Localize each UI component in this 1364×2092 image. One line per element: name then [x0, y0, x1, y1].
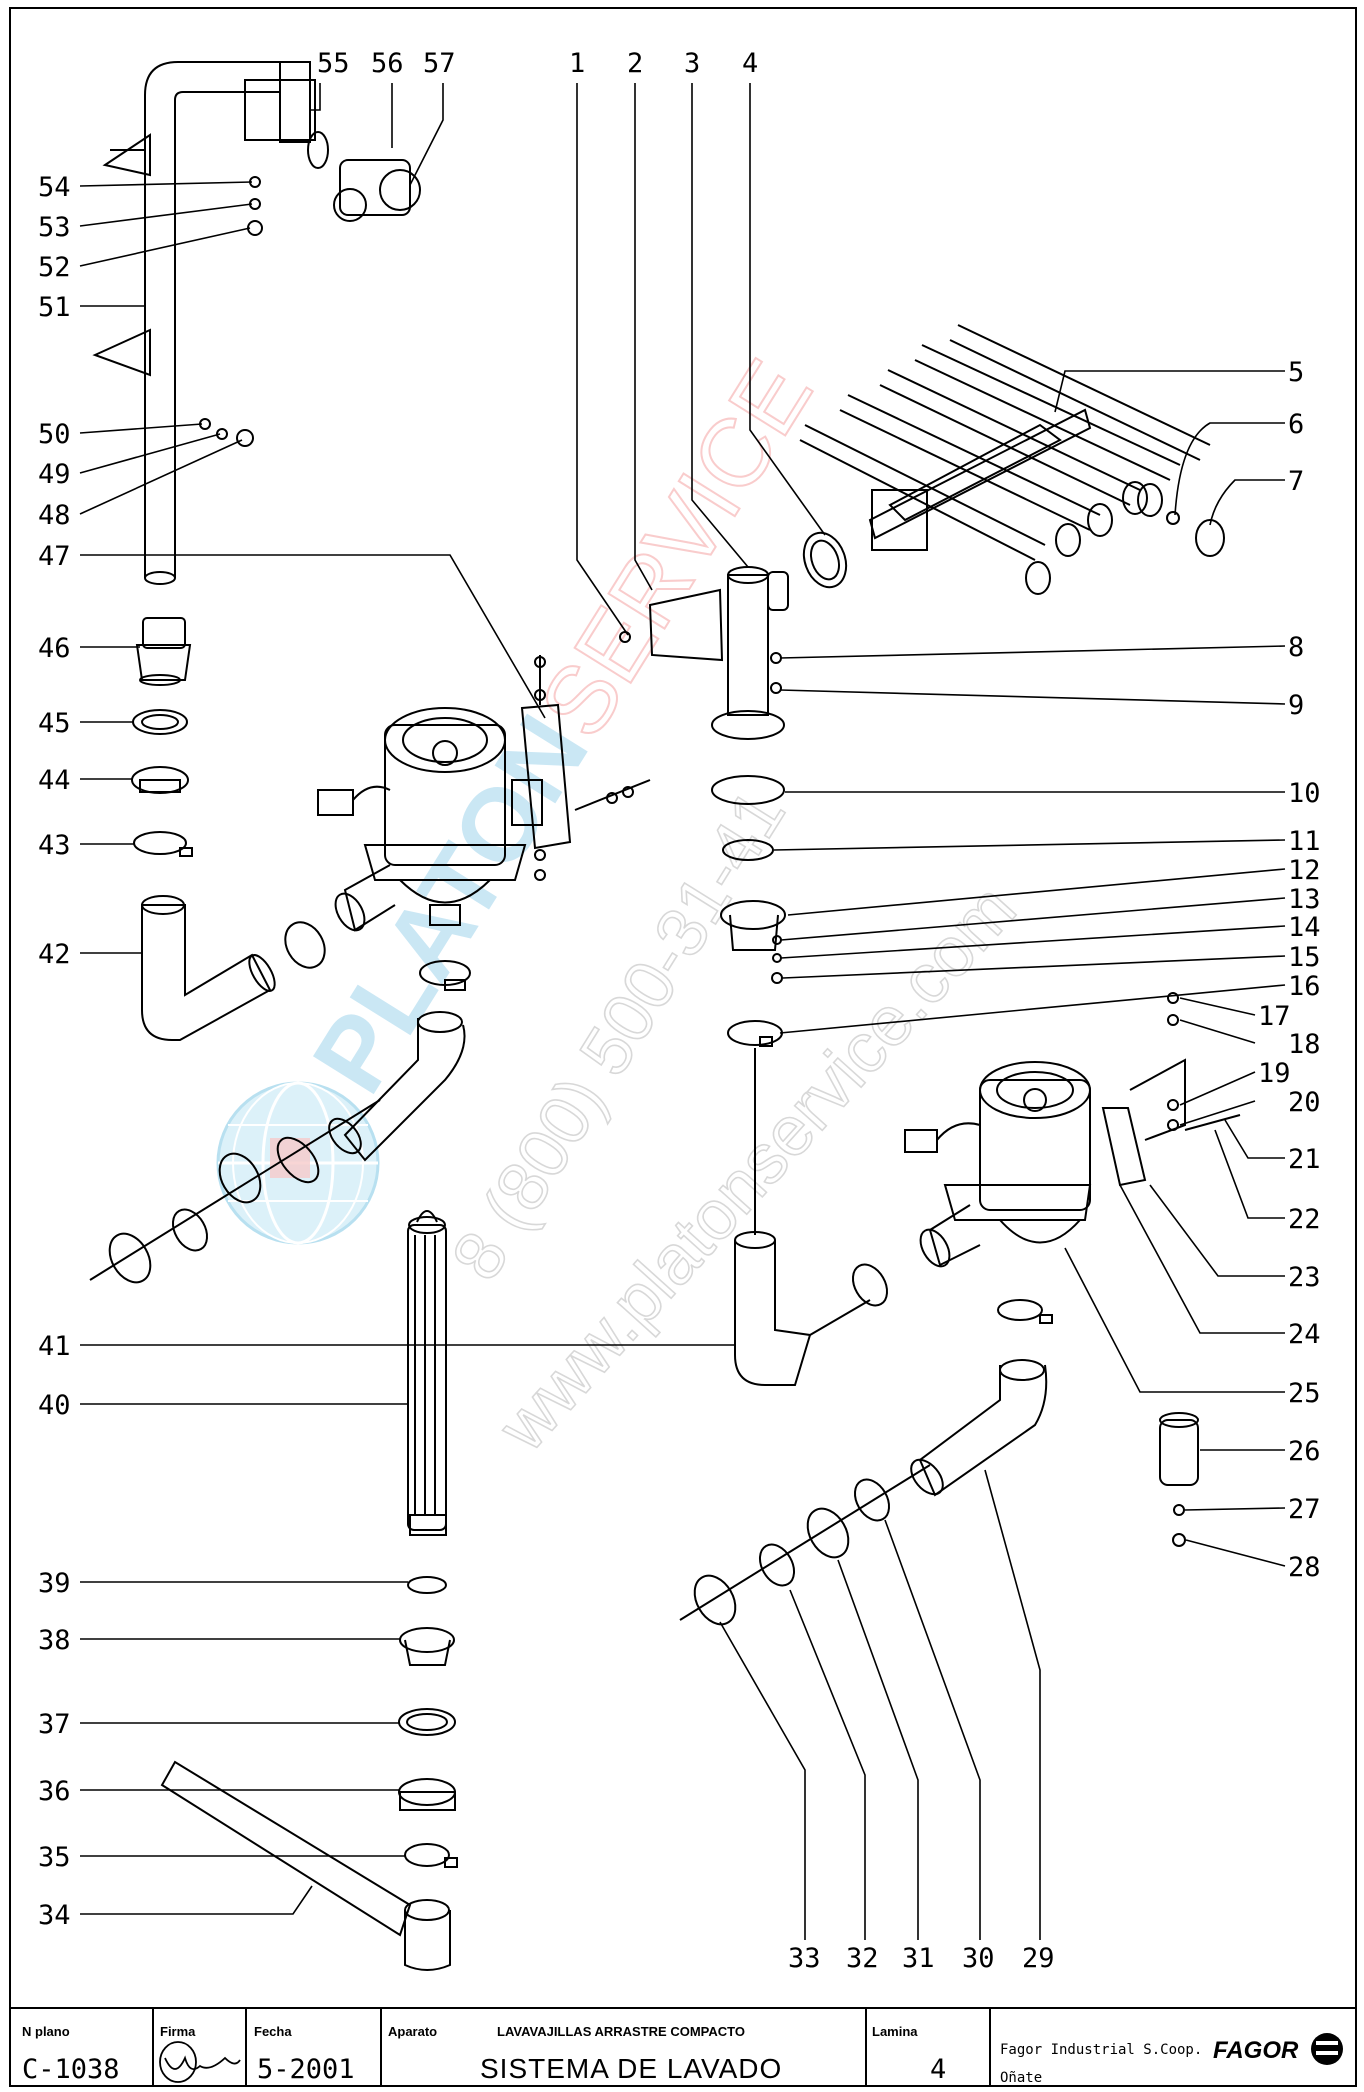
pipe-51-left: [144, 61, 280, 578]
part-label-28: 28: [1288, 1552, 1321, 1583]
company-location: Oñate: [1000, 2070, 1042, 2086]
part-label-43: 43: [38, 830, 71, 861]
part-label-36: 36: [38, 1776, 71, 1807]
sheet-border: [9, 7, 1357, 2087]
part-labels-bottom: 33 32 31 30 29: [788, 1943, 1055, 1974]
date-label: Fecha: [254, 2024, 292, 2039]
apparatus-label: Aparato: [388, 2024, 437, 2039]
apparatus-value: LAVAVAJILLAS ARRASTRE COMPACTO: [497, 2024, 745, 2039]
wash-pump-upper: [317, 707, 543, 932]
part-label-24: 24: [1288, 1319, 1321, 1350]
fagor-logo-icon: [1311, 2033, 1343, 2065]
part-label-1: 1: [569, 48, 585, 79]
part-label-29: 29: [1022, 1943, 1055, 1974]
part-label-6: 6: [1288, 409, 1304, 440]
drain-hose: [160, 1760, 412, 1937]
part-label-7: 7: [1288, 466, 1304, 497]
part-label-2: 2: [627, 48, 643, 79]
system-title: SISTEMA DE LAVADO: [480, 2053, 782, 2084]
plan-number: C-1038: [22, 2054, 120, 2085]
part-label-11: 11: [1288, 826, 1321, 857]
fagor-logo-text: FAGOR: [1213, 2037, 1299, 2064]
part-label-45: 45: [38, 708, 71, 739]
title-block: N plano C-1038 Firma Fecha 5-2001 Aparat…: [10, 2007, 1356, 2086]
part-label-56: 56: [371, 48, 404, 79]
part-label-22: 22: [1288, 1204, 1321, 1235]
part-label-15: 15: [1288, 942, 1321, 973]
date-value: 5-2001: [257, 2054, 355, 2085]
part-label-31: 31: [902, 1943, 935, 1974]
part-label-47: 47: [38, 541, 71, 572]
wash-arm-manifold: [799, 324, 1225, 595]
signature-label: Firma: [160, 2024, 196, 2039]
part-label-37: 37: [38, 1709, 71, 1740]
part-label-46: 46: [38, 633, 71, 664]
part-label-4: 4: [742, 48, 758, 79]
pipe-51-right: [174, 91, 280, 578]
part-label-13: 13: [1288, 884, 1321, 915]
part-label-42: 42: [38, 939, 71, 970]
part-label-39: 39: [38, 1568, 71, 1599]
part-label-5: 5: [1288, 357, 1304, 388]
part-label-57: 57: [423, 48, 456, 79]
part-labels-left: 54 53 52 51 50 49 48 47 46 45 44 43 42 4…: [38, 172, 71, 1931]
sheet-number: 4: [930, 2054, 946, 2085]
part-label-17: 17: [1258, 1001, 1291, 1032]
part-labels-right: 5 6 7 8 9 10 11 12 13 14 15 16 17 18 19 …: [1258, 357, 1321, 1583]
part-label-32: 32: [846, 1943, 879, 1974]
part-label-3: 3: [684, 48, 700, 79]
sheet-label: Lamina: [872, 2024, 918, 2039]
part-label-30: 30: [962, 1943, 995, 1974]
part-label-12: 12: [1288, 855, 1321, 886]
plan-label: N plano: [22, 2024, 70, 2039]
part-label-21: 21: [1288, 1144, 1321, 1175]
part-label-50: 50: [38, 419, 71, 450]
part-label-35: 35: [38, 1842, 71, 1873]
part-label-19: 19: [1258, 1058, 1291, 1089]
part-label-34: 34: [38, 1900, 71, 1931]
part-label-44: 44: [38, 765, 71, 796]
watermark-brand-suffix: SERVICE: [520, 342, 833, 755]
part-label-16: 16: [1288, 971, 1321, 1002]
part-label-25: 25: [1288, 1378, 1321, 1409]
part-label-18: 18: [1288, 1029, 1321, 1060]
part-label-51: 51: [38, 292, 71, 323]
part-label-27: 27: [1288, 1494, 1321, 1525]
part-label-23: 23: [1288, 1262, 1321, 1293]
signature-mark: [159, 2041, 241, 2083]
part-label-40: 40: [38, 1390, 71, 1421]
part-label-20: 20: [1288, 1087, 1321, 1118]
part-labels-top: 55 56 57 1 2 3 4: [317, 48, 758, 79]
globe-icon: [216, 1081, 380, 1245]
part-label-26: 26: [1288, 1436, 1321, 1467]
part-label-55: 55: [317, 48, 350, 79]
part-label-8: 8: [1288, 632, 1304, 663]
part-label-9: 9: [1288, 690, 1304, 721]
leader-lines: [79, 83, 1286, 1940]
part-label-49: 49: [38, 459, 71, 490]
part-label-54: 54: [38, 172, 71, 203]
part-label-48: 48: [38, 500, 71, 531]
wash-pump-lower: [904, 1061, 1092, 1268]
part-label-38: 38: [38, 1625, 71, 1656]
part-label-52: 52: [38, 252, 71, 283]
part-label-53: 53: [38, 212, 71, 243]
platon-watermark: PLATON SERVICE 8 (800) 500-31-41 www.pla…: [216, 341, 1031, 1467]
part-label-10: 10: [1288, 778, 1321, 809]
company-name: Fagor Industrial S.Coop.: [1000, 2042, 1202, 2058]
part-label-14: 14: [1288, 912, 1321, 943]
parts-linework: [89, 61, 1241, 1971]
part-label-41: 41: [38, 1331, 71, 1362]
part-label-33: 33: [788, 1943, 821, 1974]
